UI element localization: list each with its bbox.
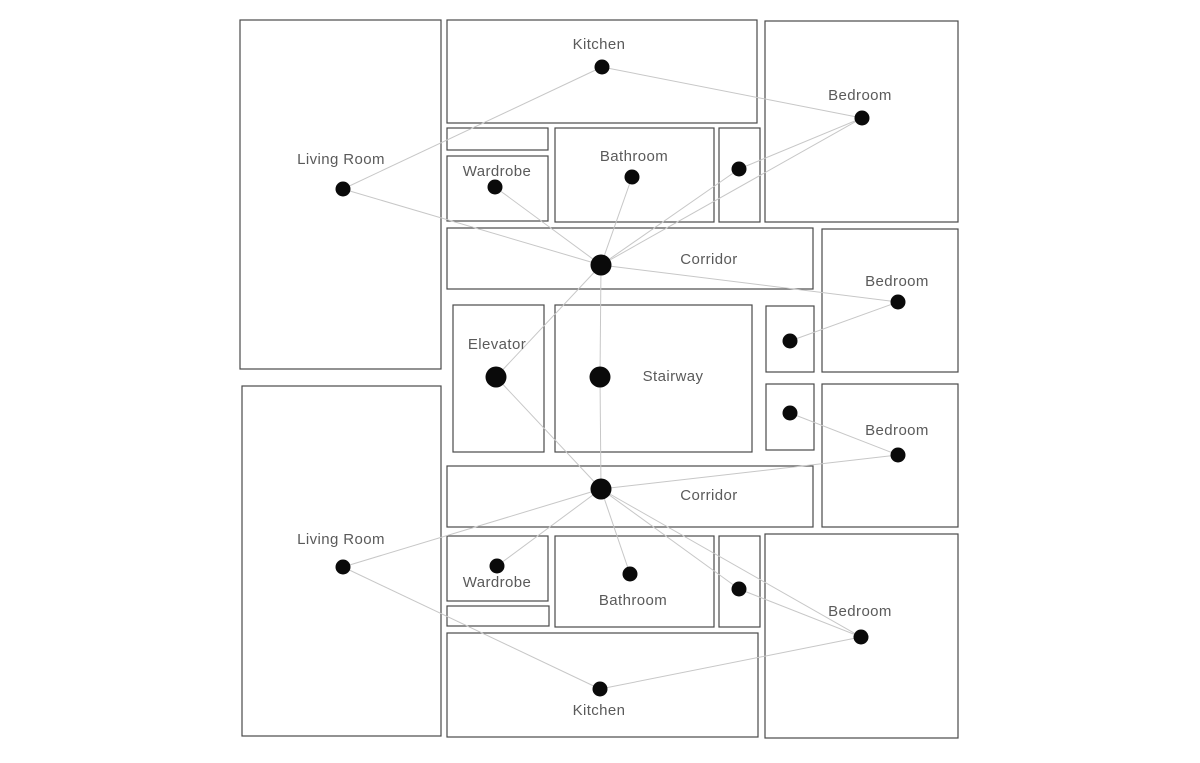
node-kitchen-1 [594,59,610,75]
node-label-bedroom-2: Bedroom [865,273,929,290]
node-stairway [589,366,611,388]
room-rect-living-room-2 [241,385,442,737]
edge-toilet-1--corridor-1 [600,168,740,266]
node-corridor-1 [590,254,612,276]
edge-corridor-2--bedroom-3 [600,454,899,490]
edge-stairway--corridor-2 [599,376,602,490]
edge-corridor-2--living-room-2 [342,488,602,568]
edge-corridor-1--stairway [599,264,602,378]
node-label-bedroom-1: Bedroom [828,87,892,104]
room-rect-corridor-2 [446,465,814,528]
node-bedroom-4 [853,629,869,645]
room-rect-stairway [554,304,753,453]
node-label-kitchen-1: Kitchen [573,36,626,53]
room-rect-wardrobe-1 [446,155,549,222]
node-living-room-2 [335,559,351,575]
node-wardrobe-1 [487,179,503,195]
node-bedroom-3 [890,447,906,463]
edge-bedroom-1--corridor-1 [600,117,863,266]
node-bathroom-1 [624,169,640,185]
edge-kitchen-1--living-room-1 [342,66,603,190]
node-bedroom-2 [890,294,906,310]
edge-toilet-1--bedroom-1 [738,117,863,170]
node-closet-1 [782,333,798,349]
room-rect-living-room-1 [239,19,442,370]
node-label-bedroom-4: Bedroom [828,603,892,620]
node-kitchen-2 [592,681,608,697]
edge-bedroom-4--corridor-2 [600,488,862,638]
node-label-bathroom-2: Bathroom [599,592,667,609]
node-label-bedroom-3: Bedroom [865,422,929,439]
edge-bedroom-4--kitchen-2 [599,636,862,690]
node-label-wardrobe-2: Wardrobe [463,574,532,591]
node-label-corridor-1: Corridor [680,251,737,268]
room-rect-storage-1 [446,127,549,151]
room-rect-wardrobe-2 [446,535,549,602]
node-toilet-2 [731,581,747,597]
edge-kitchen-2--living-room-2 [342,566,601,690]
node-label-living-room-2: Living Room [297,531,385,548]
node-closet-2 [782,405,798,421]
edge-wardrobe-1--corridor-1 [494,186,602,266]
node-bathroom-2 [622,566,638,582]
node-bedroom-1 [854,110,870,126]
room-rect-closet-2 [765,383,815,451]
room-rect-bedroom-4 [764,533,959,739]
edge-elevator--corridor-2 [495,376,602,490]
room-rect-storage-2 [446,605,550,627]
node-corridor-2 [590,478,612,500]
room-rect-bathroom-2 [554,535,715,628]
room-rect-corridor-1 [446,227,814,290]
room-rect-kitchen-1 [446,19,758,124]
node-label-wardrobe-1: Wardrobe [463,163,532,180]
edge-bedroom-2--closet-1 [789,301,899,342]
edge-corridor-2--wardrobe-2 [496,488,602,567]
edge-kitchen-1--bedroom-1 [601,66,863,119]
node-wardrobe-2 [489,558,505,574]
room-rect-closet-1 [765,305,815,373]
edge-corridor-2--bathroom-2 [600,488,631,575]
node-label-stairway: Stairway [643,368,704,385]
edge-living-room-1--corridor-1 [342,188,602,266]
node-label-bathroom-1: Bathroom [600,148,668,165]
node-elevator [485,366,507,388]
node-label-elevator: Elevator [468,336,526,353]
node-toilet-1 [731,161,747,177]
room-rect-bathroom-1 [554,127,715,223]
node-label-corridor-2: Corridor [680,487,737,504]
node-living-room-1 [335,181,351,197]
room-rect-bedroom-2 [821,228,959,373]
node-label-living-room-1: Living Room [297,151,385,168]
edge-corridor-1--elevator [495,264,602,378]
edge-corridor-1--bedroom-2 [600,264,899,303]
edge-toilet-2--bedroom-4 [738,588,862,638]
edge-bedroom-3--closet-2 [789,412,899,456]
room-rect-kitchen-2 [446,632,759,738]
edge-bathroom-1--corridor-1 [600,176,633,266]
node-label-kitchen-2: Kitchen [573,702,626,719]
room-rect-bedroom-1 [764,20,959,223]
room-rect-toilet-2 [718,535,761,628]
room-rect-bedroom-3 [821,383,959,528]
edge-corridor-2--toilet-2 [600,488,740,590]
room-rect-elevator [452,304,545,453]
